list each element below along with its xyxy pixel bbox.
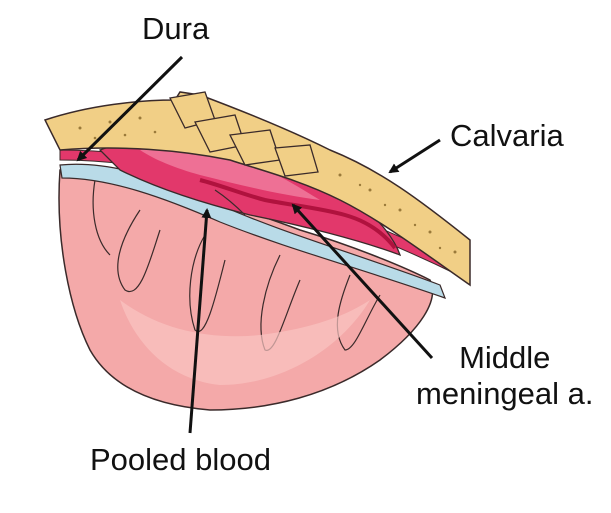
middle-meningeal-arrow — [291, 203, 434, 360]
bone-texture — [78, 116, 457, 254]
hematoma-highlight — [140, 148, 320, 200]
calvaria-arrow — [388, 138, 441, 174]
label-middle-meningeal-artery: Middle meningeal a. — [416, 340, 594, 412]
calvaria-bone — [43, 91, 471, 287]
label-middle-meningeal-line1: Middle — [459, 340, 551, 375]
fracture-fragments — [169, 91, 319, 177]
brain-sulci — [92, 179, 381, 351]
label-dura: Dura — [142, 11, 210, 46]
brain-highlight — [120, 300, 370, 385]
dura-arrow — [76, 55, 184, 162]
label-calvaria: Calvaria — [450, 118, 564, 153]
label-middle-meningeal-line2: meningeal a. — [416, 376, 594, 411]
pooled-blood-arrow — [188, 208, 212, 434]
label-pooled-blood: Pooled blood — [90, 442, 271, 477]
